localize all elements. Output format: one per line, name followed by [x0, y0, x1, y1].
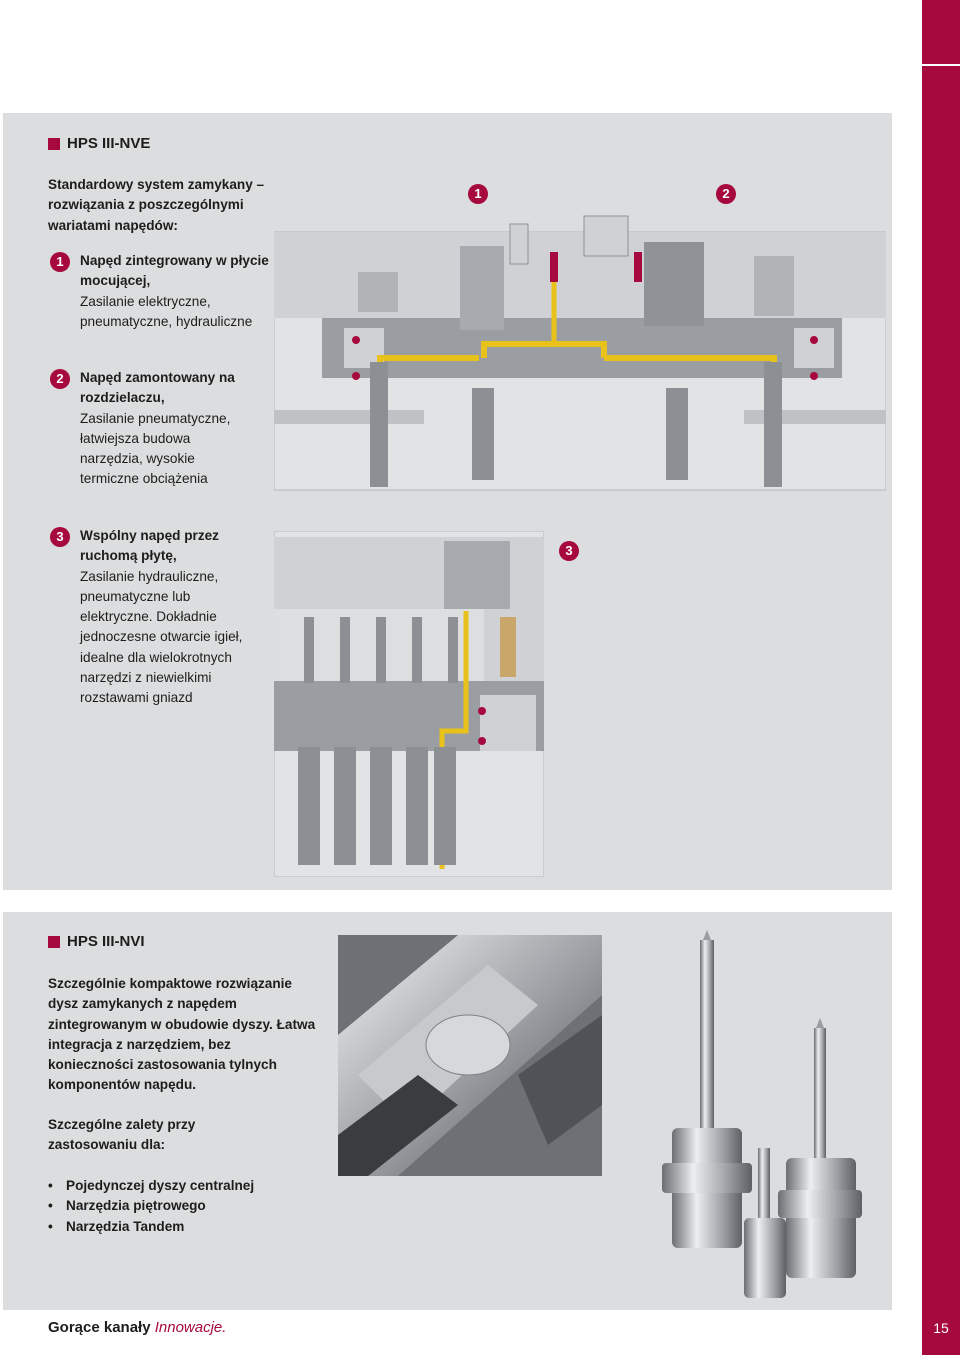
diagram-label-1: 1 — [468, 184, 488, 204]
item-title: Napęd zintegrowany w płycie mocującej, — [80, 253, 269, 289]
footer-brand-text: Gorące kanały — [48, 1319, 151, 1336]
item-number-badge: 1 — [50, 252, 70, 272]
advantages-list: Pojedynczej dyszy centralnej Narzędzia p… — [48, 1176, 254, 1237]
nozzle-cutaway-photo — [338, 935, 602, 1176]
list-item: Pojedynczej dyszy centralnej — [48, 1176, 254, 1196]
item-desc: Zasilanie pneumatyczne, łatwiejsza budow… — [80, 410, 231, 487]
footer-tagline: Innowacje. — [154, 1319, 227, 1336]
hot-runner-diagram-3 — [274, 531, 544, 877]
diagram-label-2: 2 — [716, 184, 736, 204]
hot-runner-diagram-1-2 — [274, 215, 886, 491]
section-title: HPS III-NVI — [67, 933, 145, 950]
item-desc: Zasilanie elektryczne, pneumatyczne, hyd… — [80, 293, 253, 329]
variant-item-3: Wspólny napęd przez ruchomą płytę, Zasil… — [80, 526, 255, 709]
section-title: HPS III-NVE — [67, 135, 151, 152]
section-intro: Standardowy system zamykany – rozwiązani… — [48, 177, 265, 233]
item-number-badge: 2 — [50, 369, 70, 389]
footer-brand: Gorące kanały Innowacje. — [48, 1319, 226, 1336]
section-heading-nvi: HPS III-NVI — [48, 933, 145, 950]
item-title: Wspólny napęd przez ruchomą płytę, — [80, 528, 219, 564]
list-item: Narzędzia Tandem — [48, 1217, 254, 1237]
section-heading-nve: HPS III-NVE — [48, 135, 150, 152]
item-desc: Zasilanie hydrauliczne, pneumatyczne lub… — [80, 568, 243, 706]
variant-item-1: Napęd zintegrowany w płycie mocującej, Z… — [80, 251, 270, 332]
heading-square-icon — [48, 137, 60, 150]
heading-square-icon — [48, 935, 60, 948]
nozzles-product-photo — [662, 930, 862, 1298]
item-title: Napęd zamontowany na rozdzielaczu, — [80, 370, 235, 406]
item-number-badge: 3 — [50, 527, 70, 547]
variant-item-2: Napęd zamontowany na rozdzielaczu, Zasil… — [80, 368, 250, 490]
section-intro: Szczególnie kompaktowe rozwiązanie dysz … — [48, 976, 316, 1093]
list-item: Narzędzia piętrowego — [48, 1196, 254, 1216]
advantages-heading: Szczególne zalety przy zastosowaniu dla: — [48, 1117, 196, 1153]
side-accent-bar — [922, 0, 960, 1355]
page-number: 15 — [933, 1320, 949, 1336]
diagram-label-3: 3 — [559, 541, 579, 561]
